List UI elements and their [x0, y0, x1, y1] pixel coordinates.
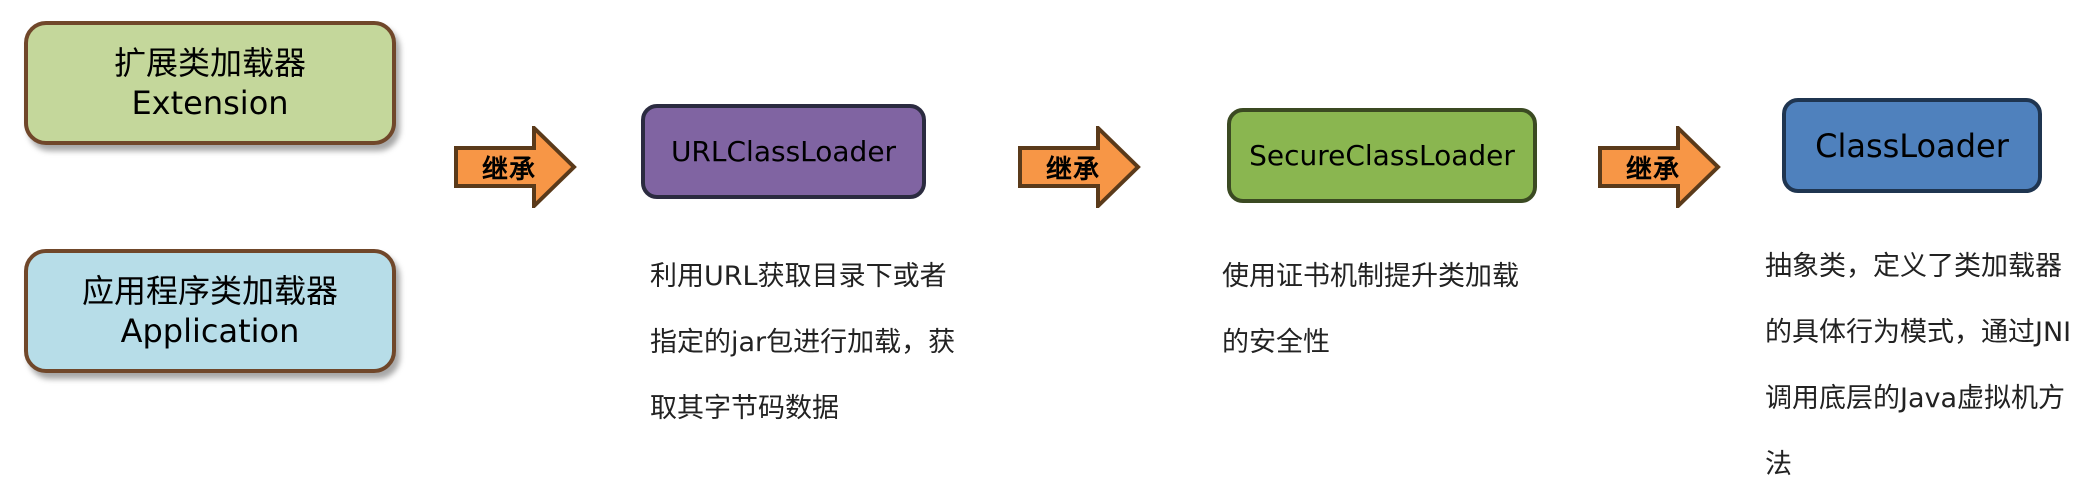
class-loader-description: 抽象类，定义了类加载器 的具体行为模式，通过JNI 调用底层的Java虚拟机方 …: [1765, 234, 2071, 498]
classloader-desc-line-3: 调用底层的Java虚拟机方: [1765, 383, 2066, 414]
secure-class-loader-label: SecureClassLoader: [1249, 139, 1515, 172]
inherit-arrow-1-label: 继承: [481, 154, 536, 185]
secure-desc-line-1: 使用证书机制提升类加载: [1222, 261, 1519, 292]
url-class-loader-description: 利用URL获取目录下或者 指定的jar包进行加载，获 取其字节码数据: [650, 244, 955, 442]
url-class-loader-box: URLClassLoader: [641, 104, 926, 199]
inherit-arrow-2: 继承: [1018, 126, 1142, 208]
inherit-arrow-3: 继承: [1598, 126, 1722, 208]
secure-desc-line-2: 的安全性: [1222, 327, 1330, 358]
right-arrow-icon: [1018, 126, 1141, 208]
extension-loader-box: 扩展类加载器 Extension: [24, 21, 396, 145]
inherit-arrow-1: 继承: [454, 126, 578, 208]
secure-class-loader-description: 使用证书机制提升类加载 的安全性: [1222, 244, 1519, 376]
application-loader-box: 应用程序类加载器 Application: [24, 249, 396, 373]
class-loader-label: ClassLoader: [1815, 126, 2009, 165]
url-desc-line-3: 取其字节码数据: [650, 393, 839, 424]
secure-class-loader-box: SecureClassLoader: [1227, 108, 1537, 203]
url-class-loader-label: URLClassLoader: [670, 135, 897, 168]
right-arrow-icon: [1598, 126, 1721, 208]
extension-loader-en-label: Extension: [131, 84, 289, 122]
inherit-arrow-2-label: 继承: [1045, 154, 1100, 185]
right-arrow-icon: [454, 126, 577, 208]
classloader-desc-line-2: 的具体行为模式，通过JNI: [1765, 317, 2072, 348]
classloader-desc-line-1: 抽象类，定义了类加载器: [1765, 251, 2062, 282]
url-desc-line-2: 指定的jar包进行加载，获: [650, 327, 956, 358]
application-loader-cn-label: 应用程序类加载器: [81, 272, 338, 310]
classloader-desc-line-4: 法: [1765, 449, 1792, 480]
extension-loader-cn-label: 扩展类加载器: [113, 44, 306, 82]
application-loader-en-label: Application: [120, 312, 300, 350]
inherit-arrow-3-label: 继承: [1625, 154, 1680, 185]
class-loader-box: ClassLoader: [1782, 98, 2042, 193]
url-desc-line-1: 利用URL获取目录下或者: [650, 261, 947, 292]
